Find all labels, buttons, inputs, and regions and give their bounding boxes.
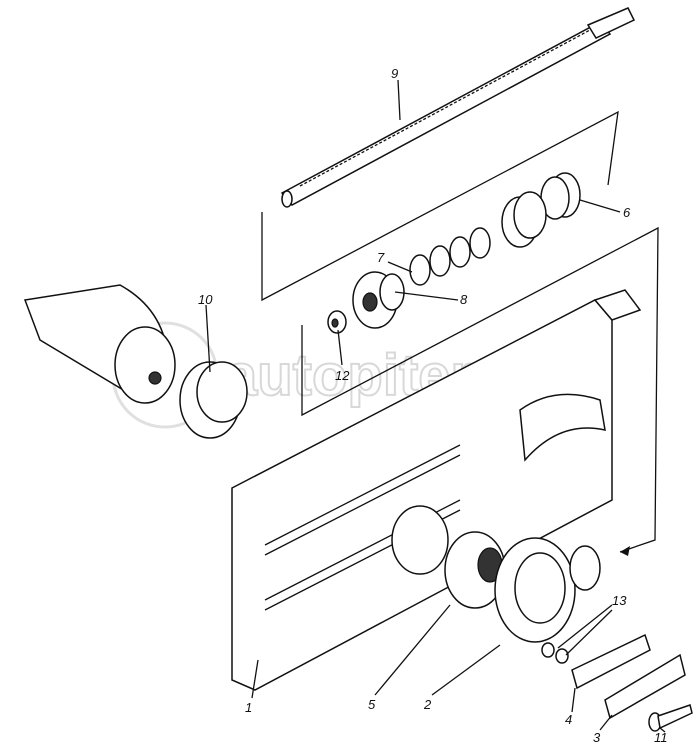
part-6-springs [501,172,581,248]
group-frame-middle [301,226,659,553]
callout-4: 4 [565,712,572,727]
part-5-gear-sleeve [391,505,506,609]
shaft [23,284,176,404]
part-4-strip [571,633,651,690]
callout-11: 11 [654,730,668,745]
group-frame-upper [261,110,619,302]
callout-9: 9 [391,66,398,81]
part-8-flanged-nut [352,271,405,329]
part-13-washers [541,642,569,664]
callout-1: 1 [245,700,252,715]
callout-5: 5 [368,697,376,712]
callout-10: 10 [198,292,213,307]
leader-lines [205,79,666,733]
callout-2: 2 [423,697,432,712]
part-2-washer [494,537,576,643]
part-7-spring [409,227,491,286]
part-3-lock-plate [604,653,686,720]
callout-8: 8 [460,292,468,307]
part-12-nut [327,310,347,334]
part-9-threaded-rod [280,7,636,208]
part-1-plate [231,289,642,691]
gear-stub [569,545,601,591]
part-11-bolt [648,704,693,732]
callout-12: 12 [335,368,350,383]
callout-7: 7 [377,250,385,265]
callout-3: 3 [593,730,601,745]
callout-6: 6 [623,205,631,220]
part-10-bushing [179,361,248,439]
callout-13: 13 [612,593,627,608]
